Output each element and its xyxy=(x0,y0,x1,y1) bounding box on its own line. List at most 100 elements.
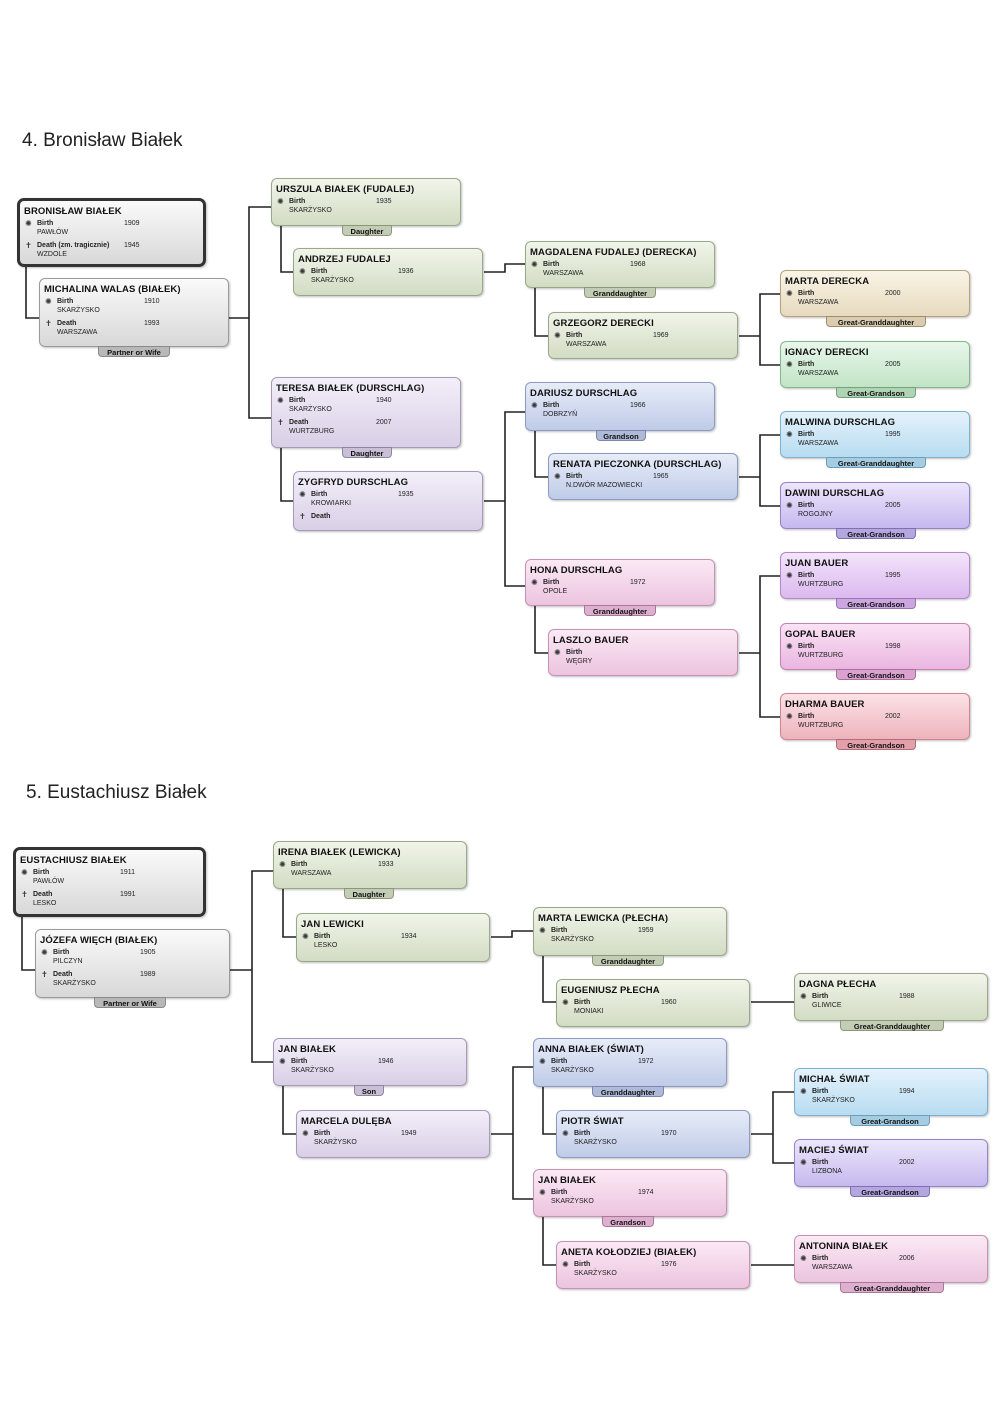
sun-icon: ✺ xyxy=(299,490,306,499)
sun-icon: ✺ xyxy=(539,1057,546,1066)
cross-icon: ✝ xyxy=(45,319,52,328)
birth-place: WARSZAWA xyxy=(798,370,839,377)
person-name: JAN BIAŁEK xyxy=(278,1044,337,1055)
birth-year: 1972 xyxy=(630,579,646,586)
relation-badge: Granddaughter xyxy=(592,955,664,966)
sun-icon: ✺ xyxy=(562,1129,569,1138)
relation-badge: Great-Grandson xyxy=(850,1115,930,1126)
sun-icon: ✺ xyxy=(531,578,538,587)
birth-year: 1988 xyxy=(899,993,915,1000)
birth-place: OPOLE xyxy=(543,588,568,595)
birth-place: PAWŁÓW xyxy=(37,229,69,236)
birth-year: 2005 xyxy=(885,361,901,368)
person-name: JAN BIAŁEK xyxy=(538,1175,597,1186)
section-heading-bronislaw: 4. Bronisław Białek xyxy=(22,130,183,151)
birth-place: WARSZAWA xyxy=(291,870,332,877)
birth-label: Birth xyxy=(566,473,583,480)
sun-icon: ✺ xyxy=(786,360,793,369)
sun-icon: ✺ xyxy=(786,289,793,298)
birth-label: Birth xyxy=(798,713,815,720)
death-place: WZDOLE xyxy=(37,251,67,258)
sun-icon: ✺ xyxy=(800,992,807,1001)
person-name: MICHALINA WALAS (BIAŁEK) xyxy=(44,284,181,295)
sun-icon: ✺ xyxy=(531,401,538,410)
death-place: SKARŻYSKO xyxy=(53,980,96,987)
sun-icon: ✺ xyxy=(299,267,306,276)
birth-place: PAWŁÓW xyxy=(33,878,65,885)
relation-badge: Great-Grandson xyxy=(836,598,916,609)
birth-label: Birth xyxy=(812,993,829,1000)
birth-place: LIZBONA xyxy=(812,1168,842,1175)
birth-label: Birth xyxy=(53,949,70,956)
person-name: DAWINI DURSCHLAG xyxy=(785,488,885,499)
birth-label: Birth xyxy=(311,491,328,498)
sun-icon: ✺ xyxy=(302,1129,309,1138)
sun-icon: ✺ xyxy=(21,868,28,877)
sun-icon: ✺ xyxy=(800,1254,807,1263)
birth-label: Birth xyxy=(37,220,54,227)
sun-icon: ✺ xyxy=(786,430,793,439)
birth-place: WARSZAWA xyxy=(798,440,839,447)
death-label: Death xyxy=(289,419,309,426)
sun-icon: ✺ xyxy=(554,331,561,340)
person-name: MALWINA DURSCHLAG xyxy=(785,417,896,428)
cross-icon: ✝ xyxy=(41,970,48,979)
relation-badge: Grandson xyxy=(602,1216,654,1227)
person-name: MACIEJ ŚWIAT xyxy=(799,1145,869,1156)
birth-place: WARSZAWA xyxy=(566,341,607,348)
sun-icon: ✺ xyxy=(539,1188,546,1197)
relation-badge: Great-Granddaughter xyxy=(840,1020,944,1031)
birth-label: Birth xyxy=(551,1058,568,1065)
birth-place: SKARŻYSKO xyxy=(311,277,354,284)
birth-year: 2002 xyxy=(885,713,901,720)
sun-icon: ✺ xyxy=(45,297,52,306)
relation-badge: Daughter xyxy=(342,447,392,458)
birth-year: 1940 xyxy=(376,397,392,404)
